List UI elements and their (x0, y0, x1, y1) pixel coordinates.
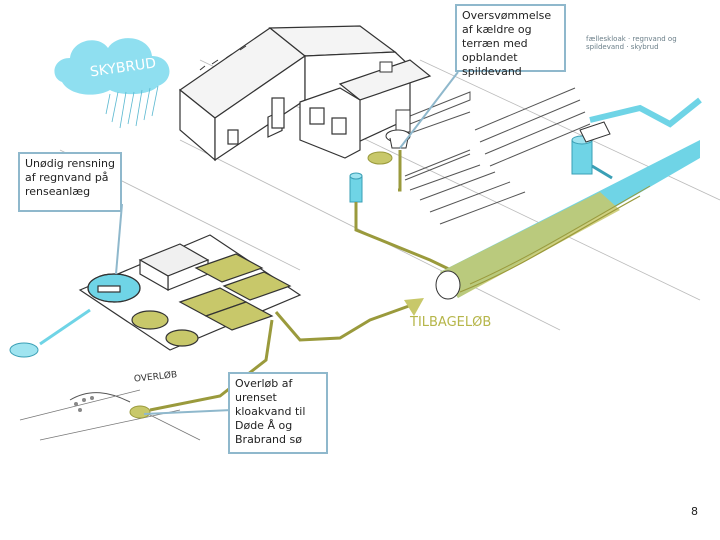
street-gully (571, 97, 702, 180)
drain (367, 151, 393, 165)
storm-cloud: SKYBRUD (54, 38, 170, 129)
overflow-callout: Overløb af urenset kloakvand til Døde Å … (228, 372, 328, 454)
page-number: 8 (691, 505, 698, 518)
treatment-plant (78, 234, 302, 351)
treatment-text: Unødig rensning af regnvand på renseanlæ… (25, 157, 116, 198)
illustration-caption: fælleskloak · regnvand og spildevand · s… (586, 35, 677, 51)
overflow-outlet (19, 389, 201, 441)
treated-water-outflow (39, 308, 91, 346)
overflow-text: Overløb af urenset kloakvand til Døde Å … (235, 377, 306, 446)
rain-barrel (349, 172, 363, 203)
callout-connectors (115, 71, 459, 415)
treatment-callout: Unødig rensning af regnvand på renseanlæ… (18, 152, 122, 212)
toilet (385, 109, 411, 149)
flooding-text: Oversvømmelse af kældre og terræn med op… (462, 9, 552, 78)
main-sewer-pipe (435, 140, 700, 300)
fence (399, 87, 591, 225)
house (178, 25, 432, 162)
overflow-label: OVERLØB (133, 369, 177, 384)
return-flow-label: TILBAGELØB (409, 315, 491, 330)
rain-lines (105, 85, 159, 129)
flow-arrow (404, 298, 424, 316)
house-pipe (354, 150, 456, 274)
flooding-callout: Oversvømmelse af kældre og terræn med op… (455, 4, 566, 78)
